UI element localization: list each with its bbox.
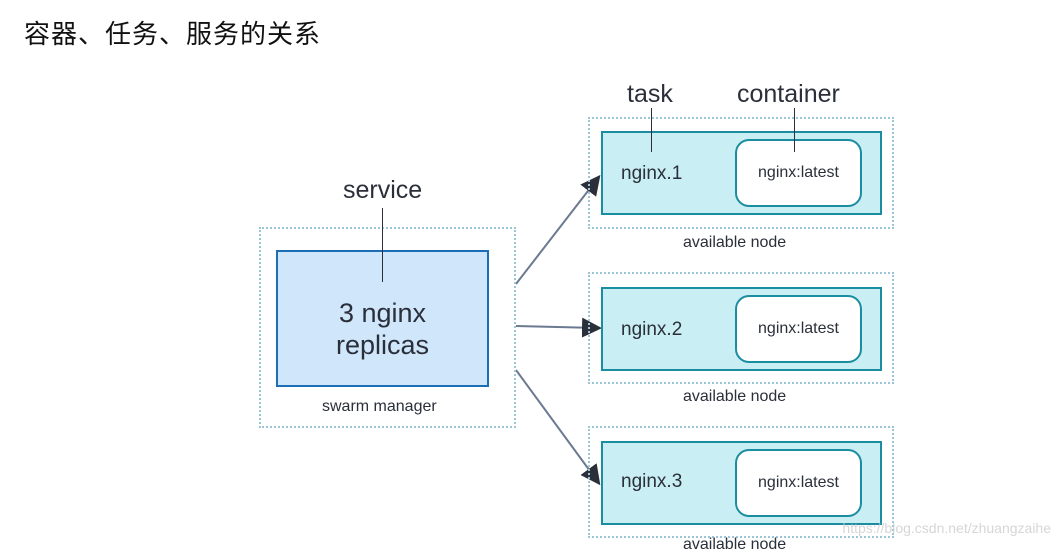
- node-caption-1: available node: [683, 234, 787, 251]
- node-frame-1: [588, 117, 894, 229]
- node-frame-3: [588, 426, 894, 538]
- service-pointer-line-overlay: [382, 208, 383, 282]
- service-callout: service: [343, 176, 423, 204]
- task-label-1: nginx.1: [621, 163, 683, 184]
- container-pointer-line: [794, 108, 795, 152]
- service-text-line1: 3 nginx: [338, 297, 427, 328]
- task-pointer-line: [651, 108, 652, 152]
- container-box-3: nginx:latest: [735, 449, 862, 517]
- swarm-manager-frame: [259, 227, 516, 428]
- arrow-to-node-1: [515, 174, 601, 285]
- arrow-to-node-3: [515, 369, 601, 486]
- node-caption-3: available node: [683, 536, 787, 553]
- node-box-3: nginx.3 nginx:latest: [601, 441, 882, 525]
- task-callout: task: [627, 80, 673, 108]
- arrow-to-node-2: [515, 317, 602, 338]
- node-frame-2: [588, 272, 894, 384]
- node-box-1: nginx.1 nginx:latest: [601, 131, 882, 215]
- swarm-manager-caption: swarm manager: [322, 398, 437, 415]
- node-box-2: nginx.2 nginx:latest: [601, 287, 882, 371]
- node-caption-2: available node: [683, 388, 787, 405]
- page-title: 容器、任务、服务的关系: [24, 20, 322, 50]
- watermark: https://blog.csdn.net/zhuangzaihe: [842, 520, 1051, 536]
- task-label-3: nginx.3: [621, 471, 683, 492]
- container-callout: container: [737, 80, 840, 108]
- service-text-line2: replicas: [335, 329, 430, 360]
- service-box: 3 nginx replicas: [276, 250, 489, 387]
- task-label-2: nginx.2: [621, 319, 683, 340]
- container-box-1: nginx:latest: [735, 139, 862, 207]
- container-box-2: nginx:latest: [735, 295, 862, 363]
